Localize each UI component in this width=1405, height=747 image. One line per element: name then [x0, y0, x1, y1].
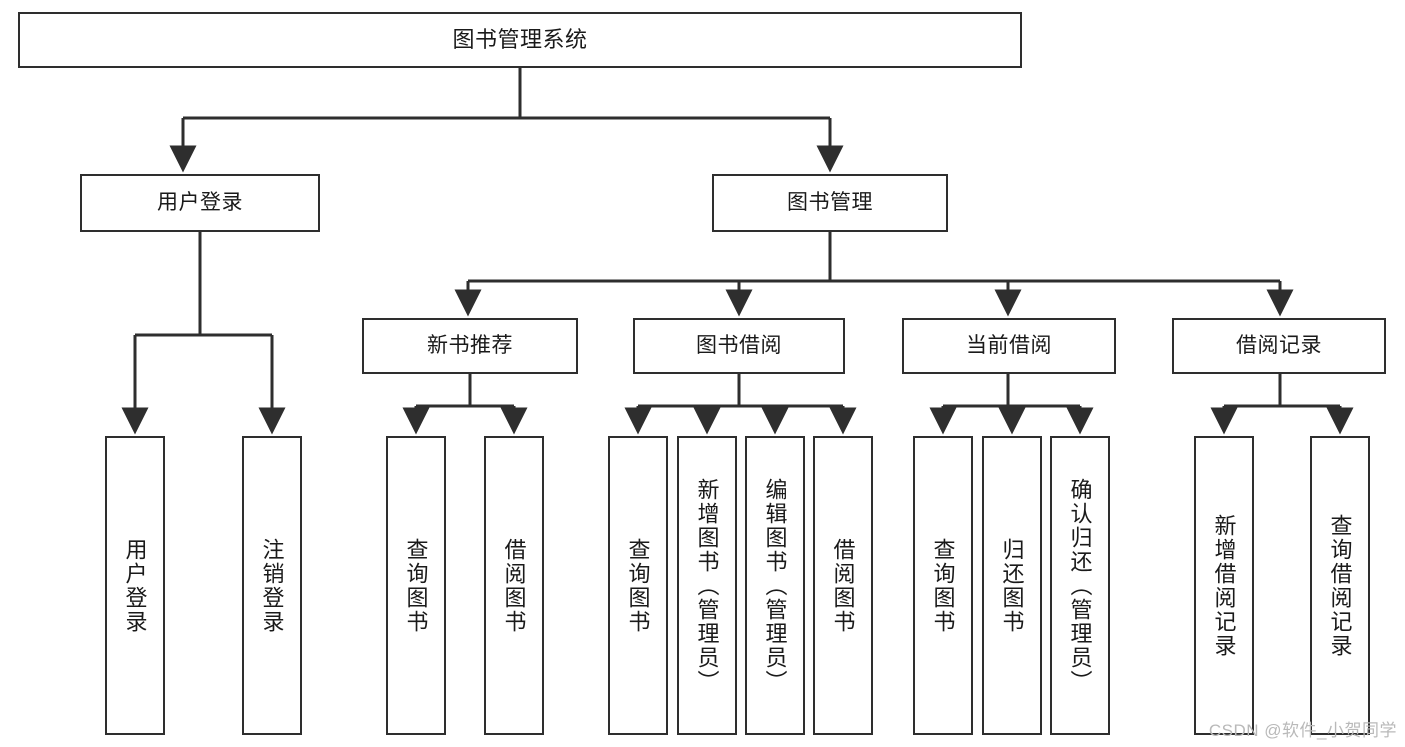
node-rec-query-book-label: 查询图书	[403, 537, 429, 634]
node-rec-add-record[interactable]: 新增借阅记录	[1194, 436, 1254, 735]
node-user-logout-action[interactable]: 注销登录	[242, 436, 302, 735]
node-cur-confirm-return-label: 确认归还（管理员）	[1067, 477, 1093, 694]
node-book-manage[interactable]: 图书管理	[712, 174, 948, 232]
node-current-borrow-label: 当前借阅	[966, 333, 1052, 357]
node-cur-query-book-label: 查询图书	[930, 537, 956, 634]
node-borrow-query-book[interactable]: 查询图书	[608, 436, 668, 735]
node-current-borrow[interactable]: 当前借阅	[902, 318, 1116, 374]
node-borrow-lend-book-label: 借阅图书	[830, 537, 856, 634]
node-borrow-edit-book[interactable]: 编辑图书（管理员）	[745, 436, 805, 735]
node-rec-query-record[interactable]: 查询借阅记录	[1310, 436, 1370, 735]
node-cur-confirm-return[interactable]: 确认归还（管理员）	[1050, 436, 1110, 735]
node-root-label: 图书管理系统	[452, 27, 588, 53]
node-rec-add-record-label: 新增借阅记录	[1211, 513, 1237, 658]
node-user-login-label: 用户登录	[157, 190, 243, 214]
node-rec-query-book[interactable]: 查询图书	[386, 436, 446, 735]
node-book-borrow[interactable]: 图书借阅	[633, 318, 845, 374]
node-rec-query-record-label: 查询借阅记录	[1327, 513, 1353, 658]
node-book-manage-label: 图书管理	[787, 190, 873, 214]
watermark-text: CSDN @软件_小贺同学	[1208, 721, 1397, 740]
node-new-book-recommend-label: 新书推荐	[427, 333, 513, 357]
node-cur-query-book[interactable]: 查询图书	[913, 436, 973, 735]
node-borrow-edit-book-label: 编辑图书（管理员）	[762, 477, 788, 694]
node-cur-return-book[interactable]: 归还图书	[982, 436, 1042, 735]
node-book-borrow-label: 图书借阅	[696, 333, 782, 357]
node-rec-borrow-book[interactable]: 借阅图书	[484, 436, 544, 735]
node-borrow-lend-book[interactable]: 借阅图书	[813, 436, 873, 735]
node-user-login-action[interactable]: 用户登录	[105, 436, 165, 735]
node-borrow-add-book[interactable]: 新增图书（管理员）	[677, 436, 737, 735]
node-borrow-query-book-label: 查询图书	[625, 537, 651, 634]
node-user-logout-action-label: 注销登录	[259, 537, 285, 634]
node-user-login[interactable]: 用户登录	[80, 174, 320, 232]
node-rec-borrow-book-label: 借阅图书	[501, 537, 527, 634]
node-borrow-record[interactable]: 借阅记录	[1172, 318, 1386, 374]
node-new-book-recommend[interactable]: 新书推荐	[362, 318, 578, 374]
node-borrow-record-label: 借阅记录	[1236, 333, 1322, 357]
node-root-system[interactable]: 图书管理系统	[18, 12, 1022, 68]
node-cur-return-book-label: 归还图书	[999, 537, 1025, 634]
node-user-login-action-label: 用户登录	[122, 537, 148, 634]
node-borrow-add-book-label: 新增图书（管理员）	[694, 477, 720, 694]
